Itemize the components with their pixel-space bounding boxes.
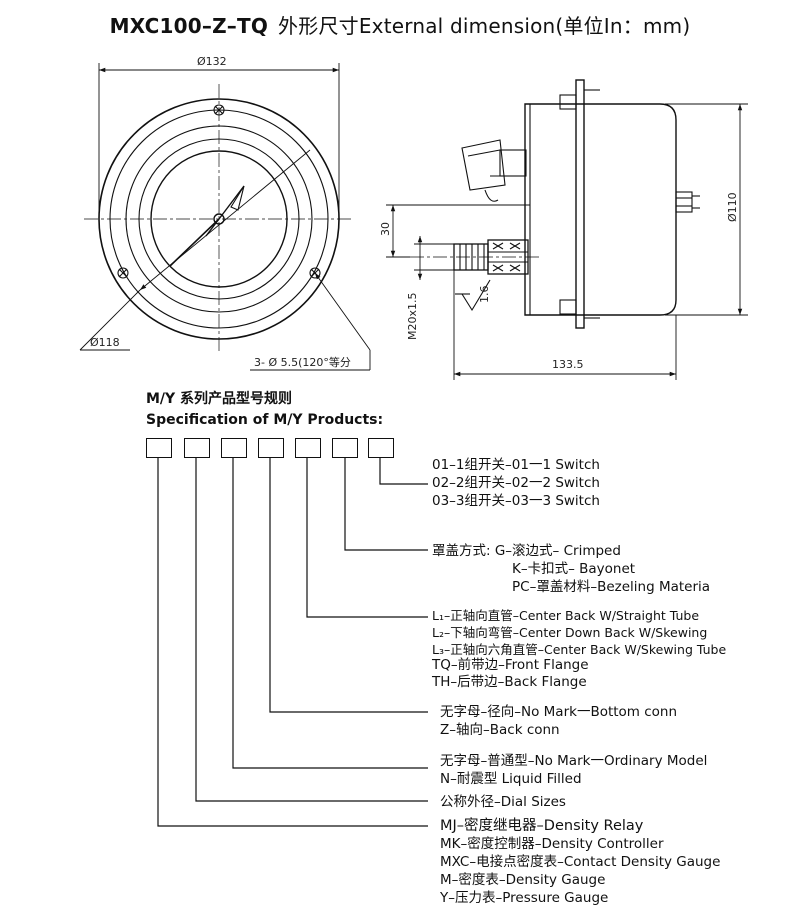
spec-heading-cn: M/Y 系列产品型号规则 [146, 391, 293, 407]
leader-switch [379, 457, 428, 485]
code-box-3 [221, 438, 247, 458]
code-box-4 [258, 438, 284, 458]
dim-pcd-diameter: Ø118 [90, 336, 120, 349]
opt-type-mxc: MXC–电接点密度表–Contact Density Gauge [440, 854, 721, 870]
opt-conn-tq: TQ–前带边–Front Flange [432, 657, 589, 673]
code-box-2 [184, 438, 210, 458]
leader-filling [232, 457, 428, 769]
opt-type-m: M–密度表–Density Gauge [440, 872, 606, 888]
dim-roughness: 1.6 [478, 286, 491, 304]
leader-bezel [344, 457, 428, 551]
front-dimensions [79, 63, 371, 371]
dim-thread: M20x1.5 [406, 293, 419, 341]
opt-fill-ordinary: 无字母–普通型–No Mark一Ordinary Model [440, 753, 708, 769]
dim-holes: 3- Ø 5.5(120°等分 [254, 355, 351, 369]
leader-mount [269, 457, 428, 713]
opt-switch-1: 01–1组开关–01一1 Switch [432, 457, 600, 473]
opt-bezel-crimped: 罩盖方式: G–滚边式– Crimped [432, 543, 621, 559]
opt-conn-l2: L₂–下轴向弯管–Center Down Back W/Skewing [432, 625, 708, 640]
opt-switch-2: 02–2组开关–02一2 Switch [432, 475, 600, 491]
opt-bezel-bayonet: K–卡扣式– Bayonet [512, 561, 636, 577]
opt-type-y: Y–压力表–Pressure Gauge [440, 890, 609, 906]
leader-size [195, 457, 428, 802]
spec-heading-en: Specification of M/Y Products: [146, 412, 384, 428]
side-view [410, 79, 700, 329]
opt-mount-axial: Z–轴向–Back conn [440, 722, 560, 738]
leader-type [157, 457, 428, 827]
dim-outer-diameter: Ø132 [197, 55, 227, 68]
mounting-hole-top [213, 104, 225, 116]
electrical-connector [461, 139, 506, 191]
pointer-setpoint [218, 185, 245, 220]
title-caption: 外形尺寸External dimension(单位In：mm) [278, 14, 691, 38]
code-box-6 [332, 438, 358, 458]
dim-height: 30 [379, 222, 392, 236]
pointer-hub [213, 213, 225, 225]
spec-leaders [157, 457, 428, 827]
leader-connection [306, 457, 428, 618]
code-box-7 [368, 438, 394, 458]
page-title: MXC100–Z–TQ 外形尺寸External dimension(单位In：m… [0, 10, 800, 39]
code-box-1 [146, 438, 172, 458]
opt-type-mj: MJ–密度继电器–Density Relay [440, 818, 644, 834]
dim-body-diameter: Ø110 [726, 192, 739, 222]
case-body [524, 103, 677, 316]
model-number: MXC100–Z–TQ [109, 14, 269, 38]
opt-bezel-material: PC–罩盖材料–Bezeling Materia [512, 579, 711, 595]
opt-mount-radial: 无字母–径向–No Mark一Bottom conn [440, 704, 678, 720]
side-dimensions [386, 103, 748, 380]
opt-fill-liquid: N–耐震型 Liquid Filled [440, 771, 582, 787]
front-flange [575, 79, 585, 329]
opt-switch-3: 03–3组开关–03一3 Switch [432, 493, 600, 509]
opt-conn-l1: L₁–正轴向直管–Center Back W/Straight Tube [432, 608, 700, 623]
opt-type-mk: MK–密度控制器–Density Controller [440, 836, 664, 852]
relief-valve [675, 191, 693, 213]
code-box-5 [295, 438, 321, 458]
opt-conn-th: TH–后带边–Back Flange [432, 674, 587, 690]
opt-dial-size: 公称外径–Dial Sizes [440, 794, 566, 810]
mounting-hole-left [117, 267, 129, 279]
roughness-symbol [461, 279, 491, 312]
dim-depth: 133.5 [552, 358, 584, 371]
opt-conn-l3: L₃–正轴向六角直管–Center Back W/Skewing Tube [432, 642, 727, 657]
front-view [84, 84, 354, 352]
